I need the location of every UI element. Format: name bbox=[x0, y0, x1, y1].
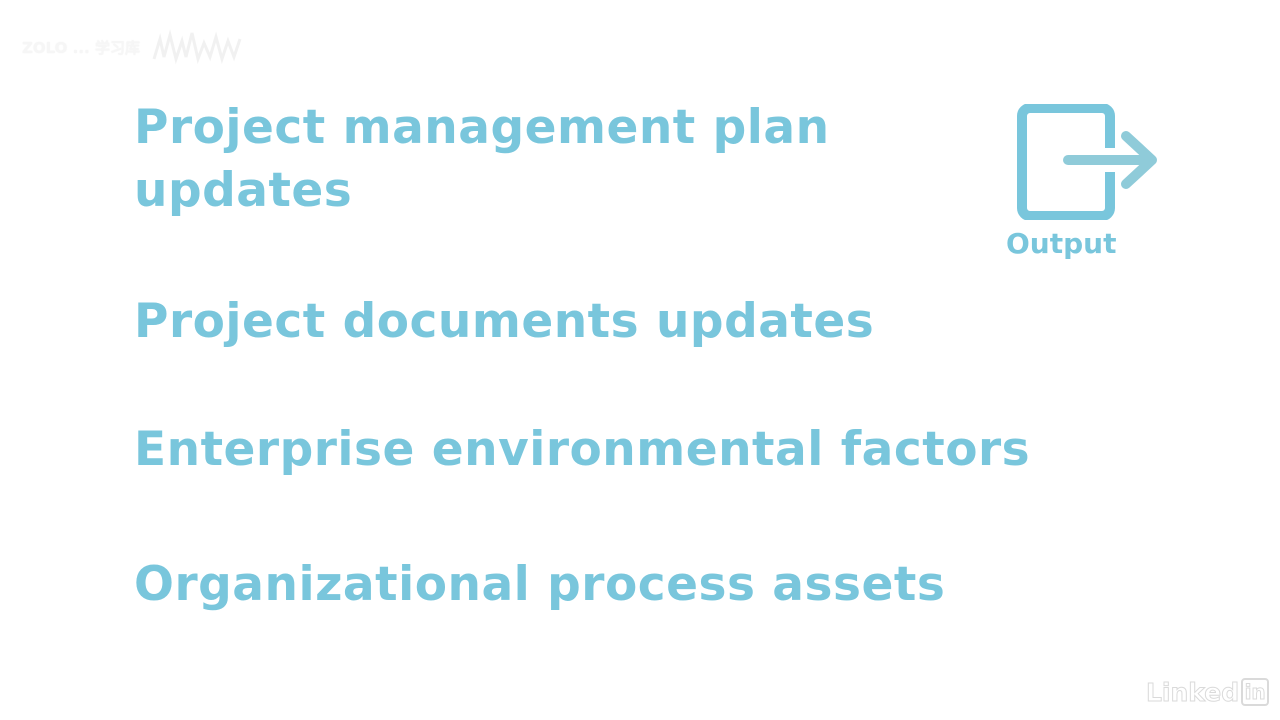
linkedin-logo: Linked in bbox=[1145, 676, 1270, 708]
item-line: updates bbox=[134, 163, 353, 218]
item-line: Project documents updates bbox=[134, 294, 875, 349]
watermark: ZOLO ... 学习库 bbox=[22, 28, 244, 66]
linkedin-logo-box: in bbox=[1241, 678, 1270, 706]
item-line: Enterprise environmental factors bbox=[134, 422, 1031, 477]
list-item-enterprise-environmental-factors: Enterprise environmental factors bbox=[134, 418, 1030, 481]
linkedin-logo-text: Linked bbox=[1145, 677, 1240, 707]
output-label: Output bbox=[1006, 227, 1117, 260]
item-line: Project management plan bbox=[134, 100, 830, 155]
item-line: Organizational process assets bbox=[134, 557, 946, 612]
list-item-project-documents-updates: Project documents updates bbox=[134, 290, 874, 353]
list-item-project-management-plan-updates: Project management plan updates bbox=[134, 96, 830, 222]
watermark-text: ZOLO ... 学习库 bbox=[22, 38, 140, 57]
list-item-organizational-process-assets: Organizational process assets bbox=[134, 553, 945, 616]
watermark-graphic-icon bbox=[152, 29, 242, 65]
exit-arrow-icon bbox=[1017, 104, 1157, 220]
